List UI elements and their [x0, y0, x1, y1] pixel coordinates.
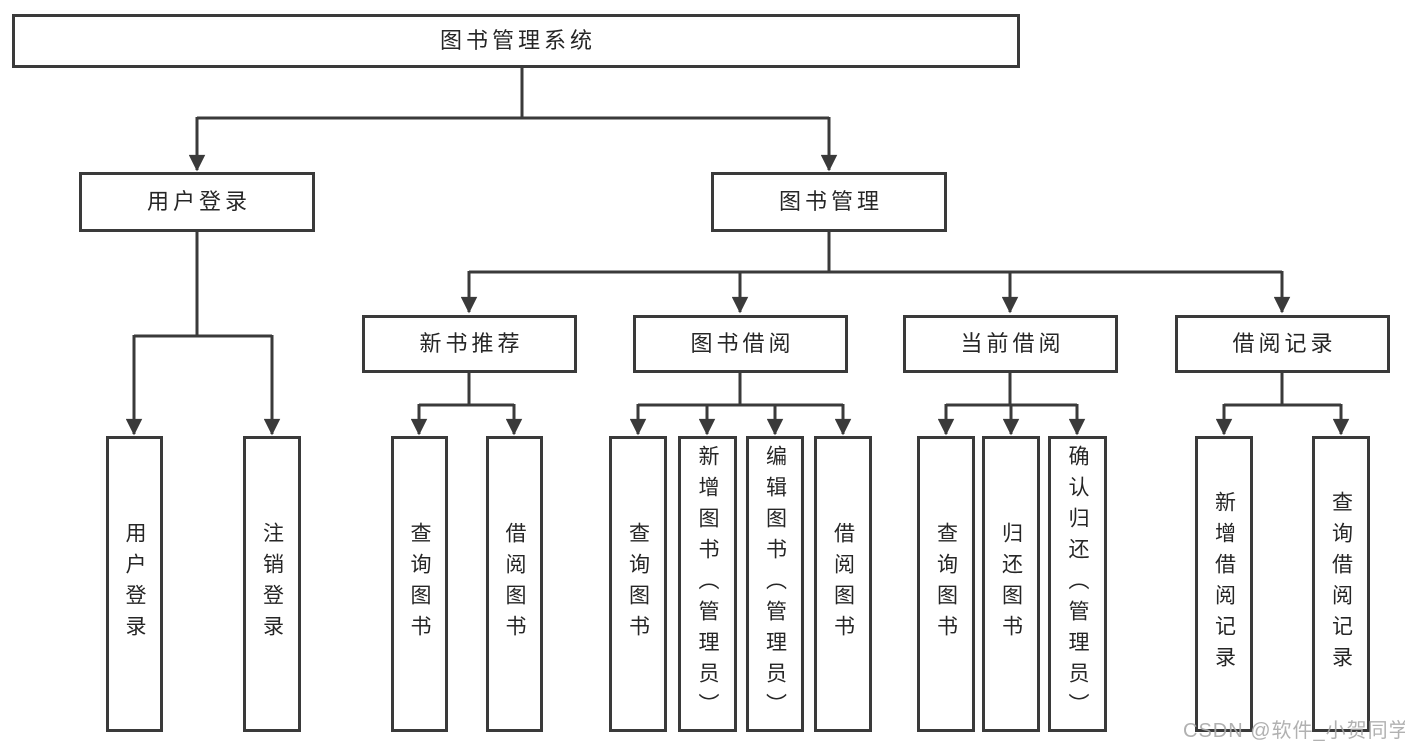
node-root-system-label: 图书管理系统: [439, 28, 596, 53]
connector-root: [188, 68, 838, 172]
leaf-query-books-borrow: 查询图书: [609, 436, 667, 732]
leaf-query-books-current-label: 查询图书: [934, 522, 958, 646]
leaf-add-book-admin-label: 新增图书（管理员）: [696, 444, 719, 724]
leaf-edit-book-admin-label: 编辑图书（管理员）: [763, 444, 787, 724]
node-borrow-records-label: 借阅记录: [1232, 331, 1337, 356]
leaf-query-borrow-record: 查询借阅记录: [1312, 436, 1370, 732]
leaf-borrow-books-recommend: 借阅图书: [486, 436, 543, 732]
connector-borrow-records: [1215, 373, 1350, 436]
leaf-return-book: 归还图书: [982, 436, 1040, 732]
node-current-borrow: 当前借阅: [903, 315, 1118, 373]
leaf-add-borrow-record-label: 新增借阅记录: [1212, 491, 1236, 677]
leaf-add-borrow-record: 新增借阅记录: [1195, 436, 1253, 732]
leaf-query-books-recommend: 查询图书: [391, 436, 448, 732]
node-book-borrow: 图书借阅: [633, 315, 848, 373]
node-root-system: 图书管理系统: [12, 14, 1020, 68]
node-new-book-recommend: 新书推荐: [362, 315, 577, 373]
node-user-login-label: 用户登录: [146, 189, 251, 214]
leaf-borrow-books-label: 借阅图书: [831, 522, 855, 646]
leaf-edit-book-admin: 编辑图书（管理员）: [746, 436, 804, 732]
leaf-add-book-admin: 新增图书（管理员）: [678, 436, 737, 732]
leaf-query-books-recommend-label: 查询图书: [408, 522, 431, 646]
leaf-logout: 注销登录: [243, 436, 301, 732]
leaf-user-login-label: 用户登录: [123, 522, 146, 646]
leaf-user-login: 用户登录: [106, 436, 163, 732]
node-new-book-recommend-label: 新书推荐: [419, 331, 524, 356]
leaf-query-books-borrow-label: 查询图书: [626, 522, 650, 646]
connector-book-management: [460, 232, 1291, 314]
leaf-query-borrow-record-label: 查询借阅记录: [1329, 491, 1353, 677]
connector-new-book-recommend: [410, 373, 523, 436]
node-book-management-label: 图书管理: [778, 189, 883, 214]
leaf-borrow-books: 借阅图书: [814, 436, 872, 732]
leaf-query-books-current: 查询图书: [917, 436, 975, 732]
connector-book-borrow: [629, 373, 852, 436]
csdn-watermark: CSDN @软件_小贺同学: [1183, 720, 1405, 742]
connector-current-borrow: [937, 373, 1086, 436]
leaf-confirm-return-admin: 确认归还（管理员）: [1048, 436, 1107, 732]
leaf-logout-label: 注销登录: [260, 522, 284, 646]
connector-user-login: [125, 232, 281, 436]
node-book-borrow-label: 图书借阅: [690, 331, 795, 356]
node-current-borrow-label: 当前借阅: [960, 331, 1065, 356]
leaf-borrow-books-recommend-label: 借阅图书: [503, 522, 526, 646]
node-user-login: 用户登录: [79, 172, 315, 232]
node-borrow-records: 借阅记录: [1175, 315, 1390, 373]
leaf-return-book-label: 归还图书: [999, 522, 1023, 646]
leaf-confirm-return-admin-label: 确认归还（管理员）: [1066, 444, 1089, 724]
node-book-management: 图书管理: [711, 172, 947, 232]
